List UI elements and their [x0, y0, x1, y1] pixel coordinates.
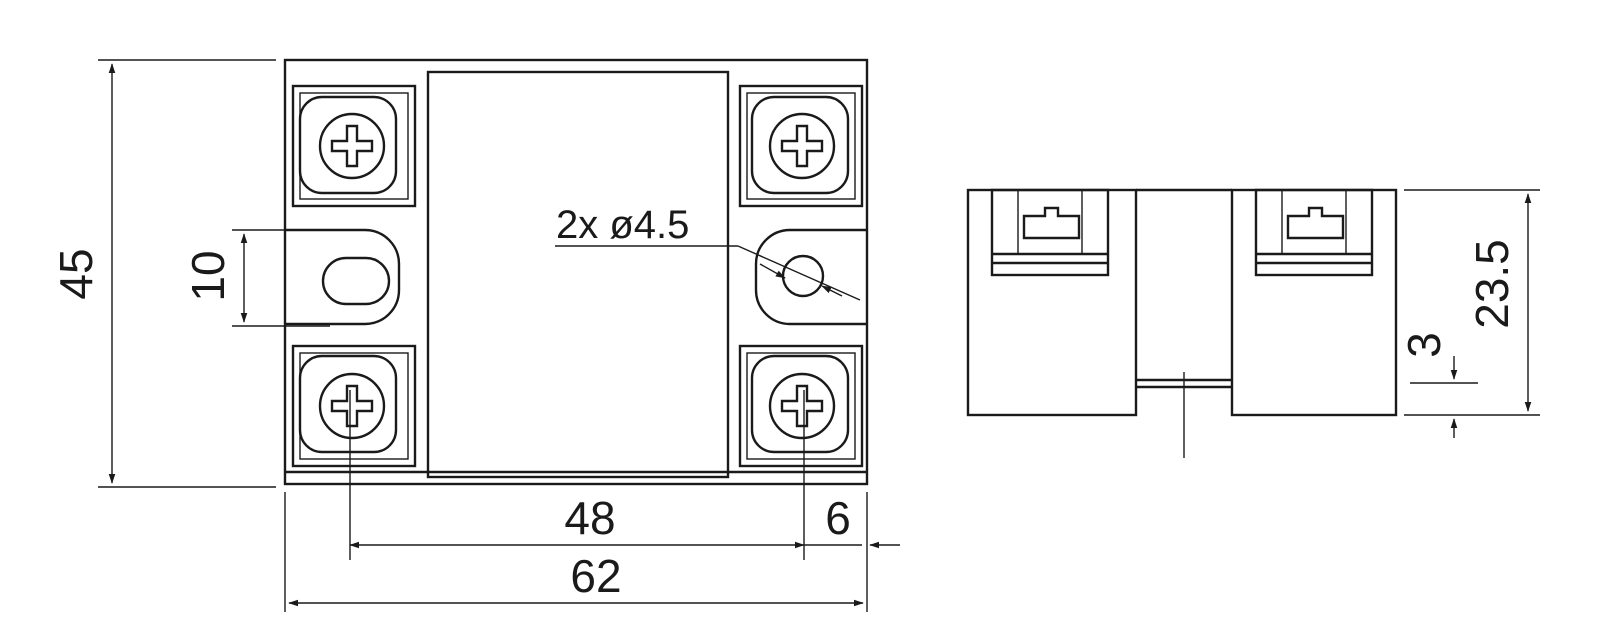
terminal-top-right — [738, 84, 864, 208]
screw-side-icon — [1286, 206, 1345, 240]
overall-width-label: 62 — [570, 550, 621, 602]
side-center-channel — [1136, 188, 1232, 389]
dimension-base-step: 3 — [1398, 332, 1478, 438]
side-right-block — [1230, 188, 1398, 417]
side-left-block — [966, 188, 1138, 417]
center-cover-panel — [426, 70, 730, 479]
dimension-height: 45 — [50, 59, 276, 488]
dimension-hole-note: 2x ø4.5 — [555, 203, 861, 301]
screw-head-icon — [780, 384, 824, 428]
screw-head-icon — [330, 124, 374, 168]
terminal-top-left — [291, 84, 417, 208]
hole-spacing-label: 48 — [564, 492, 615, 544]
dimension-hole-spacing: 48 — [349, 492, 805, 549]
terminal-bottom-left — [291, 344, 417, 468]
side-terminal-right — [1254, 188, 1374, 277]
mounting-ear-right — [754, 228, 867, 326]
mounting-slot-left — [321, 256, 391, 306]
dimension-slot-height: 10 — [182, 229, 330, 327]
dimension-side-height: 23.5 — [1404, 189, 1540, 416]
mounting-ear-left — [285, 228, 401, 326]
hole-note-label: 2x ø4.5 — [556, 203, 689, 247]
screw-head-icon — [330, 384, 374, 428]
dimension-overall-width: 62 — [284, 492, 864, 612]
front-view — [283, 58, 869, 560]
dimension-edge-offset: 6 — [804, 492, 900, 612]
screw-head-icon — [780, 124, 824, 168]
screw-side-icon — [1022, 206, 1081, 240]
terminal-bottom-right — [738, 344, 864, 468]
slot-height-label: 10 — [182, 250, 234, 301]
side-view — [966, 188, 1398, 458]
height-label: 45 — [50, 248, 102, 299]
side-terminal-left — [990, 188, 1110, 277]
base-step-label: 3 — [1398, 332, 1450, 358]
edge-offset-label: 6 — [825, 492, 851, 544]
side-height-label: 23.5 — [1466, 239, 1518, 329]
